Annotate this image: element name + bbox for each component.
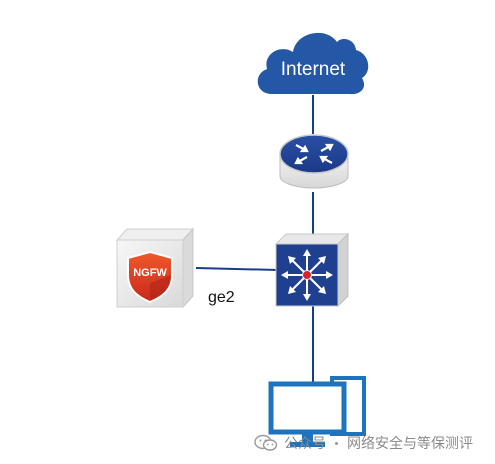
- core-switch: [274, 232, 350, 308]
- internet-cloud: Internet: [257, 32, 369, 95]
- wechat-icon: [254, 434, 278, 451]
- watermark-prefix: 公众号: [284, 436, 326, 452]
- router: [279, 134, 349, 189]
- cloud-icon: [257, 32, 369, 95]
- desktop-computer-icon: [268, 376, 366, 447]
- firewall: NGFW: [115, 227, 195, 309]
- ngfw-label: NGFW: [133, 267, 167, 279]
- internet-label: Internet: [281, 59, 346, 80]
- links: [195, 95, 314, 382]
- firewall-shield-icon: [127, 250, 173, 304]
- router-icon: [279, 134, 349, 189]
- watermark: 公众号 网络安全与等保测评: [254, 432, 473, 454]
- watermark-separator: [335, 441, 338, 445]
- port-label-ge2: ge2: [208, 289, 235, 306]
- watermark-text: 网络安全与等保测评: [347, 436, 473, 452]
- link-firewall-switch: [195, 267, 279, 271]
- core-switch-icon: [274, 232, 350, 308]
- pc: [268, 376, 366, 447]
